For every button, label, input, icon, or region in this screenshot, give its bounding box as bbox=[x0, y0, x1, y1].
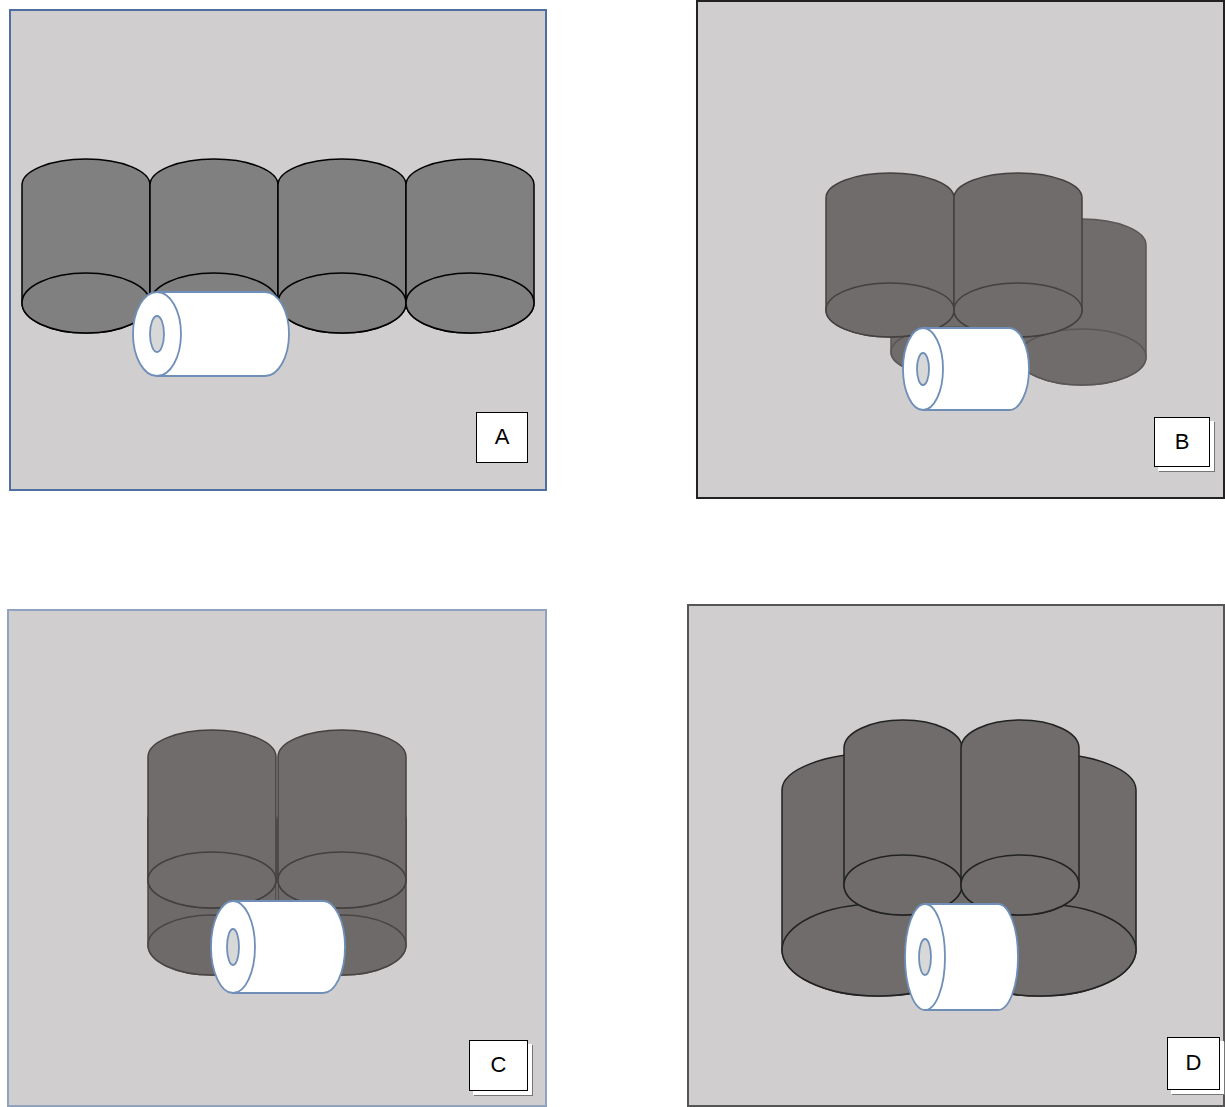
panel-letter: A bbox=[495, 425, 510, 449]
cylinder-body bbox=[844, 720, 962, 915]
cylinder-body bbox=[22, 159, 150, 333]
roll-hole bbox=[150, 316, 164, 352]
panel-letter: B bbox=[1175, 430, 1190, 454]
panel-letter: C bbox=[491, 1053, 507, 1077]
roll-hole bbox=[917, 353, 929, 385]
roll-end bbox=[211, 901, 255, 993]
label-box: B bbox=[1154, 417, 1210, 467]
cylinder-body bbox=[961, 720, 1079, 915]
roll-end bbox=[133, 292, 181, 376]
roll-hole bbox=[919, 939, 931, 975]
panel-letter: D bbox=[1186, 1051, 1202, 1075]
roll-end bbox=[903, 328, 943, 410]
cylinder-base bbox=[1018, 329, 1146, 385]
panel-background bbox=[8, 610, 546, 1106]
cylinder-body bbox=[278, 730, 406, 908]
cylinder-body bbox=[954, 173, 1082, 337]
cylinder-body bbox=[826, 173, 954, 337]
cylinder-base bbox=[278, 852, 406, 908]
cylinder-body bbox=[278, 159, 406, 333]
cylinder-body bbox=[406, 159, 534, 333]
label-box: A bbox=[476, 412, 528, 463]
cylinder-base bbox=[406, 273, 534, 333]
panel-background bbox=[697, 1, 1224, 498]
panel-background bbox=[688, 605, 1224, 1106]
cylinder-base bbox=[22, 273, 150, 333]
cylinder-body bbox=[148, 730, 276, 908]
roll-end bbox=[905, 904, 945, 1010]
cylinder-base bbox=[278, 273, 406, 333]
label-box: D bbox=[1167, 1037, 1220, 1090]
cylinder-base bbox=[148, 852, 276, 908]
panel-background bbox=[10, 10, 546, 490]
label-box: C bbox=[469, 1040, 528, 1091]
roll-hole bbox=[227, 929, 239, 965]
